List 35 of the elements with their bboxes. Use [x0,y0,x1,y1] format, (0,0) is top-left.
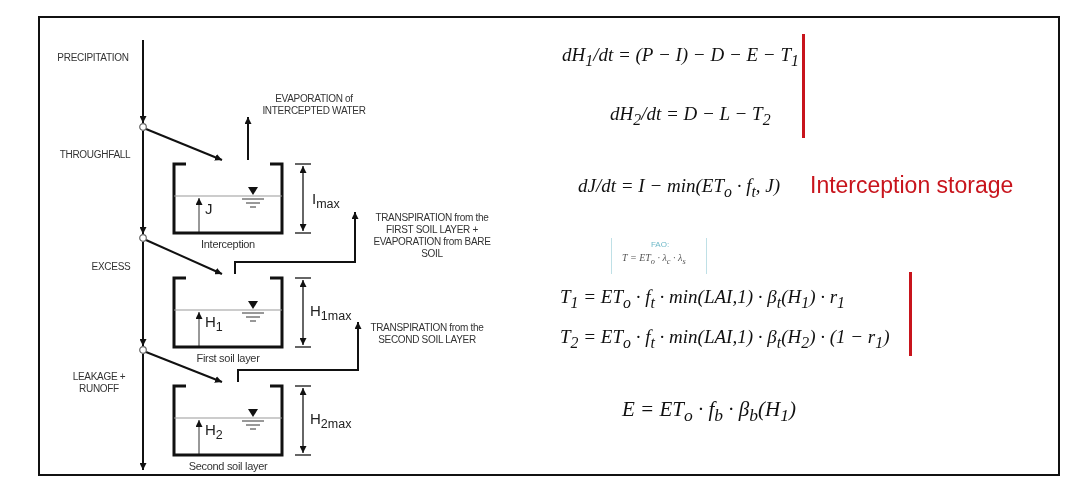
arrow [139,130,147,235]
edge-label: THROUGHFALL [58,149,132,161]
flow-label: TRANSPIRATION from the FIRST SOIL LAYER + EVAPORATION from BARE SOIL [372,212,492,260]
edge-label: EXCESS [90,261,132,273]
tank-caption: First soil layer [195,352,261,364]
equation: dH$_{1}$/dt = (P − I) − D − E − T$_{1}$ [562,44,799,70]
dimension-label: J [205,200,213,217]
arrow [145,351,223,383]
arrow [139,241,147,347]
dimension-label: H$_{2}$ [205,421,223,442]
arrow [244,116,252,161]
edge-label: LEAKAGE + RUNOFF [71,371,127,395]
note: FAO: [649,240,671,249]
arrow [237,321,362,383]
equation: T$_{1}$ = ET$_{o}$ · f$_{t}$ · min(LAI,1) · β$_{t}$(H$_{1}$) · r$_{1}$ [560,286,846,312]
dimension-label: H$_{1}$ [205,313,223,334]
tank-caption: Interception [200,238,256,250]
dimension-label: I$_{max}$ [312,190,340,211]
arrow [139,39,147,124]
equation: T = ET$_{o}$ · λ$_{c}$ · λ$_{s}$ [622,252,686,266]
arrow [139,353,147,471]
flow-label: TRANSPIRATION from the SECOND SOIL LAYER [369,322,485,346]
edge-label: PRECIPITATION [56,52,130,64]
tank-caption: Second soil layer [187,460,269,472]
equation: dJ/dt = I − min(ET$_{o}$ · f$_{t}$, J) [578,175,781,201]
equation: dH$_{2}$/dt = D − L − T$_{2}$ [610,103,771,129]
annotation: Interception storage [810,172,1014,199]
equation: T$_{2}$ = ET$_{o}$ · f$_{t}$ · min(LAI,1) · β$_{t}$(H$_{2}$) · (1 − r$_{1}$) [560,326,890,352]
equation: E = ET$_{o}$ · f$_{b}$ · β$_{b}$(H$_{1}$) [622,397,796,427]
dimension-label: H$_{1max}$ [310,302,352,323]
flow-label: EVAPORATION of INTERCEPTED WATER [262,93,366,117]
arrow [145,239,223,275]
arrow [145,128,223,161]
dimension-label: H$_{2max}$ [310,410,352,431]
arrow [234,211,359,275]
